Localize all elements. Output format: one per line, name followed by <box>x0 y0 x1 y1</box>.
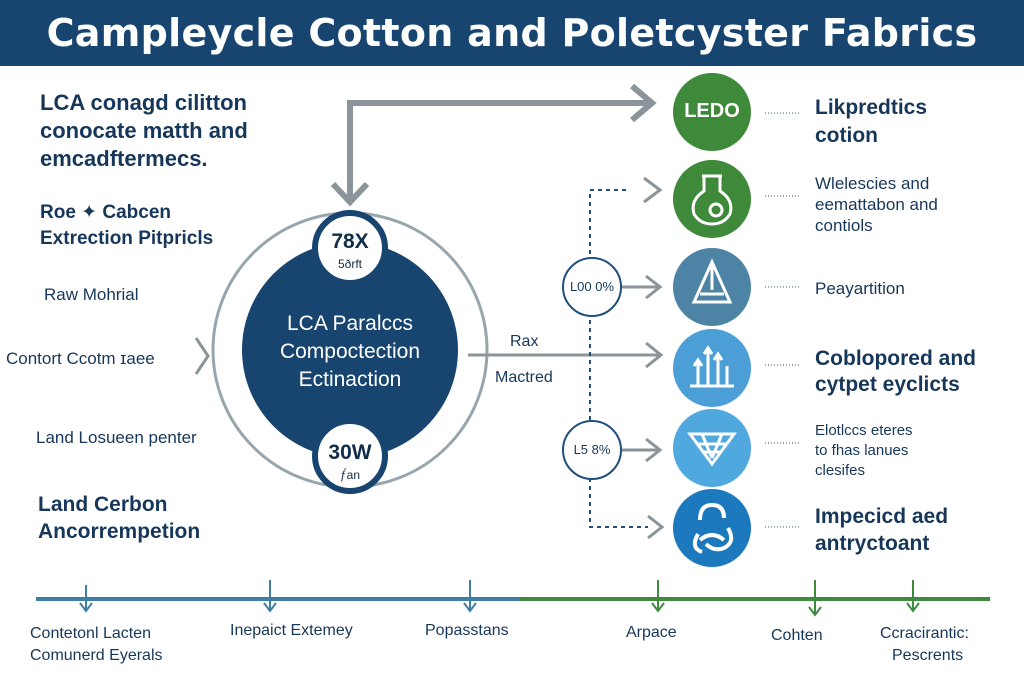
node-circle-1 <box>562 257 622 317</box>
arrow-label-line-1: Rax <box>510 333 539 350</box>
timeline-label-1-line-1: Contetonl Lacten <box>30 625 151 642</box>
flask-icon <box>691 174 733 226</box>
connector-arrowheads <box>622 176 665 540</box>
item-circle-1 <box>673 73 751 151</box>
item-2-label-line-1: Wlelescies and <box>815 174 930 193</box>
raw-material-label: Raw Mohrial <box>44 285 139 304</box>
icon-label-markers <box>765 112 800 528</box>
bar-chart-icon <box>690 345 734 388</box>
item-5-label-line-2: to fhas lanues <box>815 442 909 459</box>
section-heading-2: Extrection Pitpricls <box>40 228 214 249</box>
item-icons <box>673 73 751 567</box>
node-circle-2 <box>562 420 622 480</box>
timeline-label-3: Popasstans <box>425 622 509 639</box>
intro-line-2: conocate matth and <box>40 118 248 143</box>
timeline-label-6-line-1: Ccracirantic: <box>880 625 969 642</box>
timeline-label-2: Inepaict Extemey <box>230 622 353 639</box>
top-badge-value: 78X <box>331 230 369 253</box>
top-badge <box>312 210 388 286</box>
dashed-connector <box>589 189 648 528</box>
item-4-label-line-1: Coblopored and <box>815 347 976 370</box>
item-4-label-line-2: cytpet eyclicts <box>815 373 960 396</box>
recycle-icon <box>692 502 734 554</box>
node-label-1: L00 0% <box>569 279 615 294</box>
center-text-line-1: LCA Paralccs <box>286 312 414 335</box>
bottom-badge-sub: ƒ́an <box>339 468 361 482</box>
ledo-badge-icon: LEDO <box>684 100 740 122</box>
item-2-label-line-3: contiols <box>815 216 873 235</box>
item-circle-4 <box>673 329 751 407</box>
intro-line-3: emcadftermecs. <box>40 146 208 171</box>
bottom-badge-value: 30W <box>328 441 372 464</box>
page-title: Campleycle Cotton and Poletcyster Fabric… <box>46 11 978 55</box>
timeline-label-5: Cohten <box>771 627 823 644</box>
item-5-label-line-3: clesifes <box>815 462 866 479</box>
land-loss-label: Land Losueen penter <box>36 428 197 447</box>
fabric-weave-icon <box>687 432 737 467</box>
section-heading-1: Roe ✦ Cabcen <box>40 202 172 223</box>
item-2-label-line-2: eemattabon and <box>815 195 938 214</box>
timeline-label-1-line-2: Comunerd Eyerals <box>30 647 163 664</box>
land-carbon-line-1: Land Cerbon <box>38 493 168 516</box>
land-carbon-line-2: Ancorrempetion <box>38 520 201 543</box>
main-output-arrow <box>468 341 664 369</box>
item-1-label-line-2: cotion <box>815 124 878 147</box>
item-1-label-line-1: Likpredtics <box>815 96 928 119</box>
contort-label: Contort Ccotm ɪaee <box>6 349 155 368</box>
item-circle-6 <box>673 489 751 567</box>
timeline-label-4: Arpace <box>626 624 677 641</box>
center-text-line-3: Ectinaction <box>298 368 402 391</box>
center-circle <box>242 242 458 458</box>
timeline-label-6-line-2: Pescrents <box>892 647 964 664</box>
item-5-label-line-1: Elotlccs eteres <box>815 422 913 439</box>
item-circle-2 <box>673 160 751 238</box>
item-3-label: Peayartition <box>815 279 905 298</box>
center-text-line-2: Compoctection <box>279 340 421 363</box>
bottom-badge <box>312 418 388 494</box>
node-label-2: L5 8% <box>573 442 611 457</box>
arrow-label-line-2: Mactred <box>495 369 553 386</box>
top-feedback-arrow <box>330 83 657 207</box>
intro-line-1: LCA conagd cilitton <box>40 90 247 115</box>
top-badge-sub: 5ðrft <box>337 257 362 271</box>
triangle-icon <box>691 258 733 304</box>
item-6-label-line-1: Impecicd aed <box>815 505 949 528</box>
header-bar: Campleycle Cotton and Poletcyster Fabric… <box>0 0 1024 66</box>
item-6-label-line-2: antryctoant <box>815 532 930 555</box>
left-chevron-arrow <box>194 337 210 375</box>
item-circle-5 <box>673 409 751 487</box>
timeline-ticks <box>79 580 920 617</box>
